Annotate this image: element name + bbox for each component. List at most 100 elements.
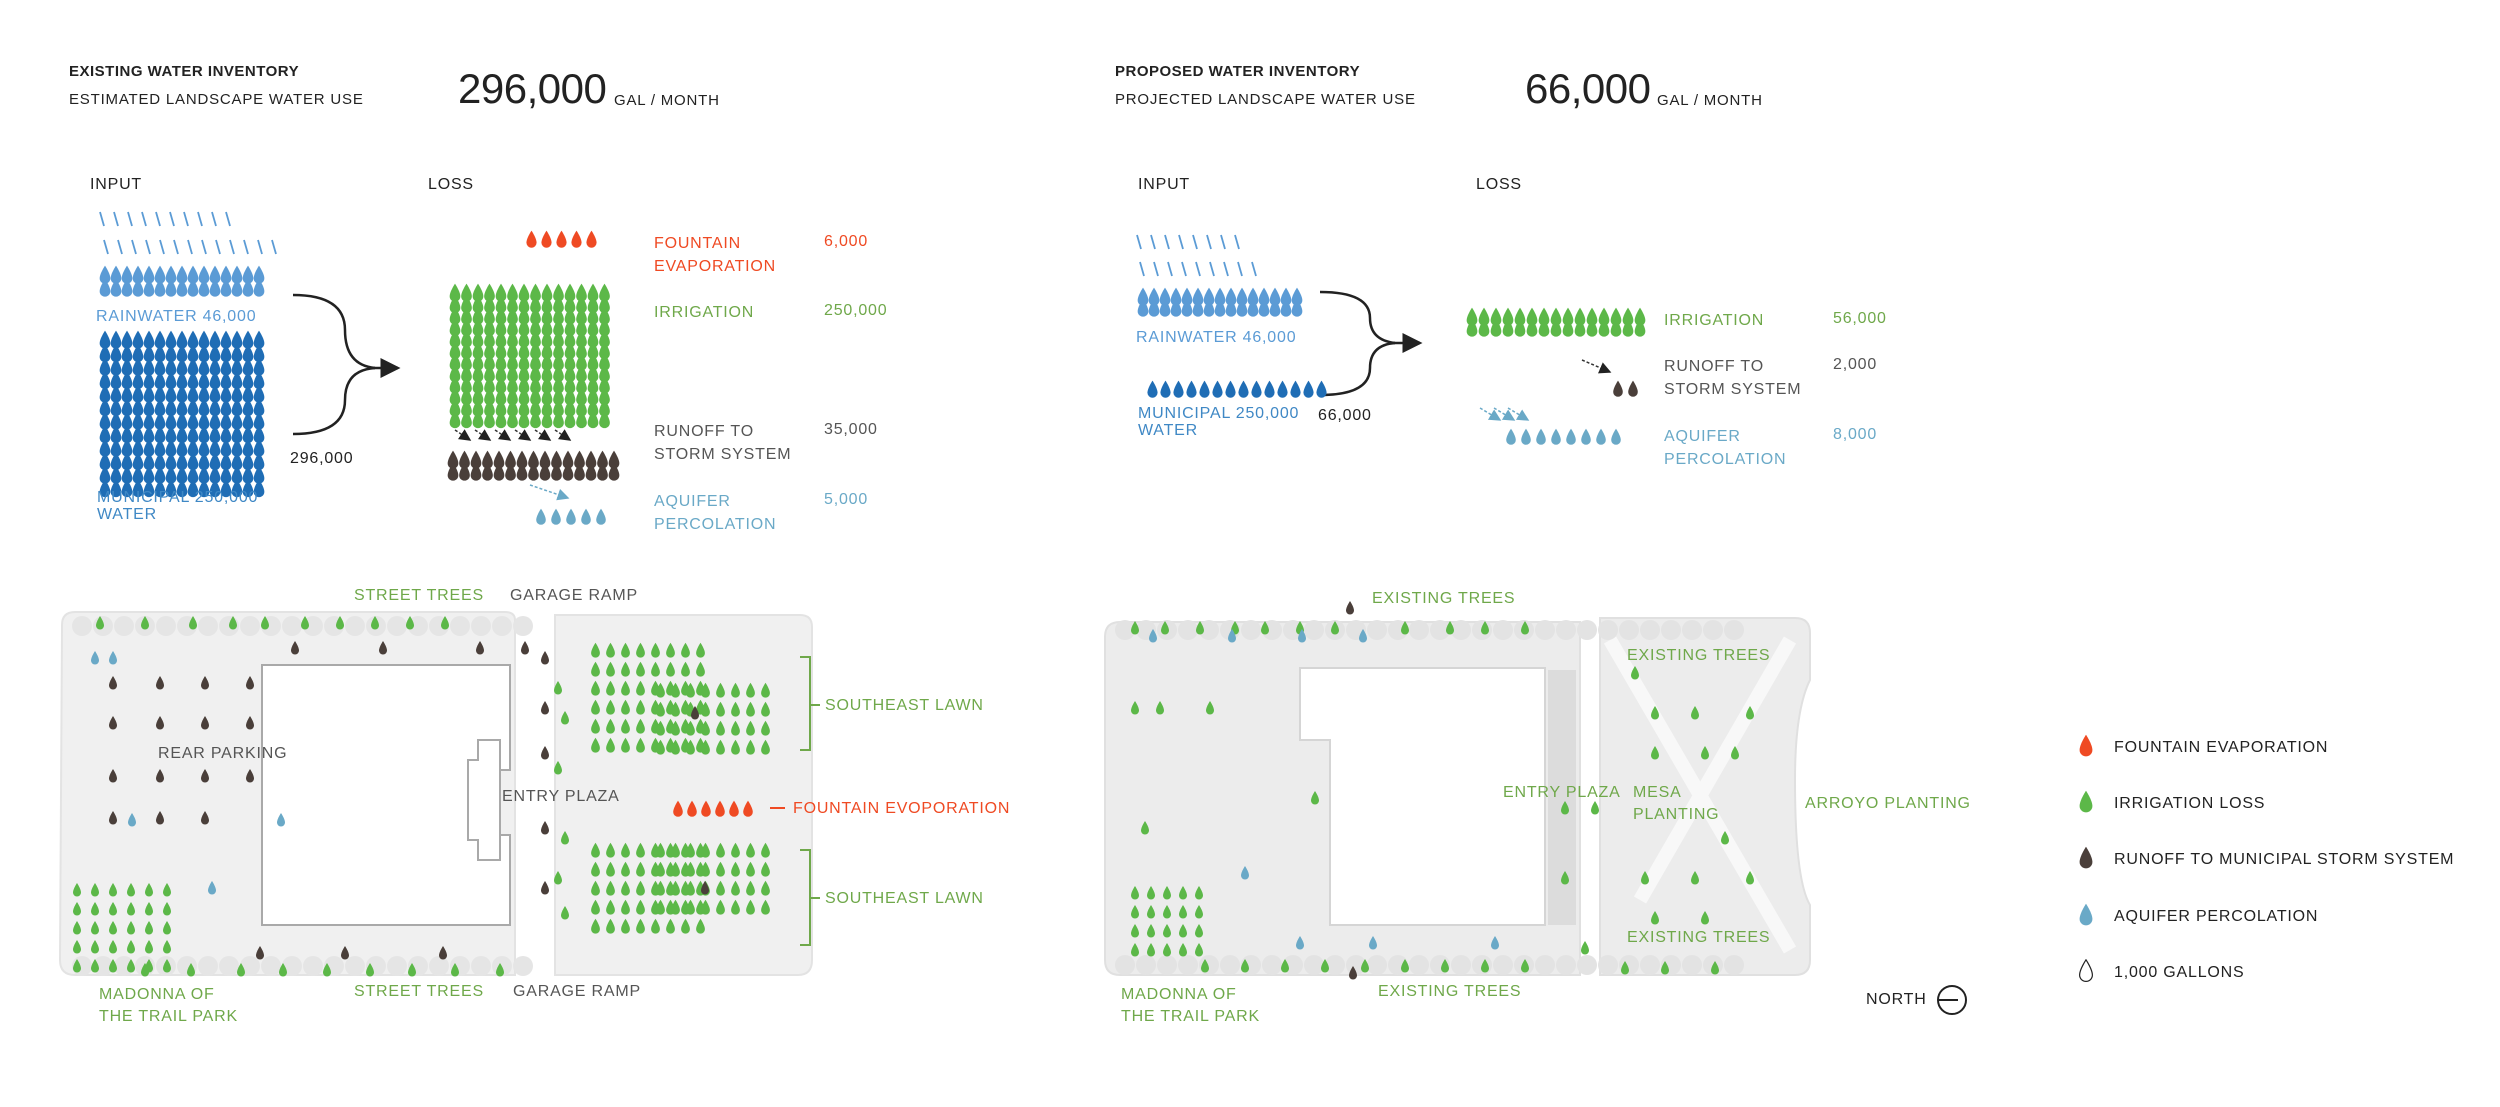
tree-canopy <box>513 956 533 976</box>
tree-canopy <box>1640 620 1660 640</box>
municipal-drop <box>1160 380 1171 398</box>
proposed-municipal-label: MUNICIPAL 250,000 WATER <box>1138 405 1300 439</box>
tree-canopy <box>114 616 134 636</box>
existing-loss-label: LOSS <box>428 176 474 193</box>
rain-tick <box>1167 261 1173 277</box>
municipal-drop <box>1277 380 1288 398</box>
tree-canopy <box>261 956 281 976</box>
proposed-map-existing-trees-right-top: EXISTING TREES <box>1627 647 1771 664</box>
aquifer-drop <box>581 508 591 525</box>
irrigation-drop <box>1581 941 1589 955</box>
runoff-arrow <box>514 429 532 441</box>
existing-map-entry-plaza: ENTRY PLAZA <box>502 788 620 805</box>
rain-tick <box>211 211 217 227</box>
aquifer-drop <box>1581 428 1591 445</box>
municipal-drop <box>1173 380 1184 398</box>
tree-canopy <box>1724 955 1744 975</box>
existing-input-label: INPUT <box>90 176 142 193</box>
rain-tick <box>225 211 231 227</box>
rain-tick <box>1237 261 1243 277</box>
proposed-loss-runoff-label: RUNOFF TO STORM SYSTEM <box>1664 358 1802 398</box>
legend-fountain-drop-icon <box>2079 734 2093 757</box>
aquifer-drop <box>1611 428 1621 445</box>
tree-canopy <box>387 956 407 976</box>
rain-tick <box>1136 234 1142 250</box>
tree-canopy <box>1220 955 1240 975</box>
aquifer-drop <box>1551 428 1561 445</box>
existing-sum-bracket <box>292 293 401 436</box>
tree-canopy <box>1577 620 1597 640</box>
north-arrow-icon <box>1937 985 1967 1015</box>
north-label: NORTH <box>1866 991 1927 1008</box>
tree-canopy <box>450 616 470 636</box>
existing-site-map <box>58 611 813 976</box>
rain-tick <box>173 239 179 255</box>
legend-runoff-drop-icon <box>2079 846 2093 869</box>
tree-canopy <box>429 956 449 976</box>
municipal-drop <box>1316 380 1327 398</box>
runoff-arrow <box>534 429 552 441</box>
municipal-drop <box>1238 380 1249 398</box>
proposed-title: PROPOSED WATER INVENTORY <box>1115 63 1361 80</box>
proposed-loss-label: LOSS <box>1476 176 1522 193</box>
rain-tick <box>1234 234 1240 250</box>
aquifer-drop <box>1596 428 1606 445</box>
rain-tick <box>169 211 175 227</box>
tree-canopy <box>1682 955 1702 975</box>
rain-tick <box>127 211 133 227</box>
aquifer-drop <box>1521 428 1531 445</box>
aquifer-arrow <box>529 484 570 501</box>
tree-canopy <box>1157 955 1177 975</box>
tree-canopy <box>1136 955 1156 975</box>
runoff-arrow <box>1581 359 1612 374</box>
rain-tick <box>183 211 189 227</box>
aquifer-drop <box>536 508 546 525</box>
legend-gallon-drop-icon <box>2079 959 2093 983</box>
proposed-loss-irrigation-label: IRRIGATION <box>1664 312 1765 329</box>
aquifer-drop <box>551 508 561 525</box>
rain-tick <box>1223 261 1229 277</box>
rain-tick <box>1206 234 1212 250</box>
rain-tick <box>131 239 137 255</box>
aquifer-arrow <box>1493 407 1516 421</box>
existing-map-fountain: FOUNTAIN EVOPORATION <box>793 800 1011 817</box>
runoff-drop <box>541 701 549 715</box>
tree-canopy <box>1556 620 1576 640</box>
existing-map-garage-ramp-top: GARAGE RAMP <box>510 587 638 604</box>
tree-canopy <box>1703 620 1723 640</box>
aquifer-drop <box>1536 428 1546 445</box>
legend-gallons-label: 1,000 GALLONS <box>2114 964 2245 981</box>
existing-sum-label: 296,000 <box>290 450 354 467</box>
runoff-arrow <box>454 429 472 441</box>
proposed-total: 66,000 <box>1525 65 1651 112</box>
existing-loss-irrigation-value: 250,000 <box>824 302 888 319</box>
tree-canopy <box>1493 955 1513 975</box>
legend-fountain-label: FOUNTAIN EVAPORATION <box>2114 739 2329 756</box>
tree-canopy <box>282 956 302 976</box>
fountain-drop <box>556 230 567 248</box>
tree-canopy <box>492 616 512 636</box>
tree-canopy <box>303 956 323 976</box>
tree-canopy <box>1661 620 1681 640</box>
runoff-drop <box>541 746 549 760</box>
existing-map-street-trees-top: STREET TREES <box>354 587 484 604</box>
aquifer-arrow <box>1479 407 1502 421</box>
rain-tick <box>1153 261 1159 277</box>
tree-canopy <box>471 956 491 976</box>
rain-tick <box>229 239 235 255</box>
tree-canopy <box>1577 955 1597 975</box>
tree-canopy <box>1493 620 1513 640</box>
rain-tick <box>187 239 193 255</box>
rain-tick <box>257 239 263 255</box>
tree-canopy <box>1367 620 1387 640</box>
tree-canopy <box>1451 620 1471 640</box>
runoff-drop <box>1613 380 1623 397</box>
municipal-drop <box>1303 380 1314 398</box>
proposed-rainwater-label: RAINWATER 46,000 <box>1136 329 1297 346</box>
municipal-drop <box>1147 380 1158 398</box>
runoff-drop <box>541 881 549 895</box>
aquifer-arrow <box>1507 407 1530 421</box>
aquifer-drop <box>596 508 606 525</box>
proposed-unit: GAL / MONTH <box>1657 92 1763 109</box>
